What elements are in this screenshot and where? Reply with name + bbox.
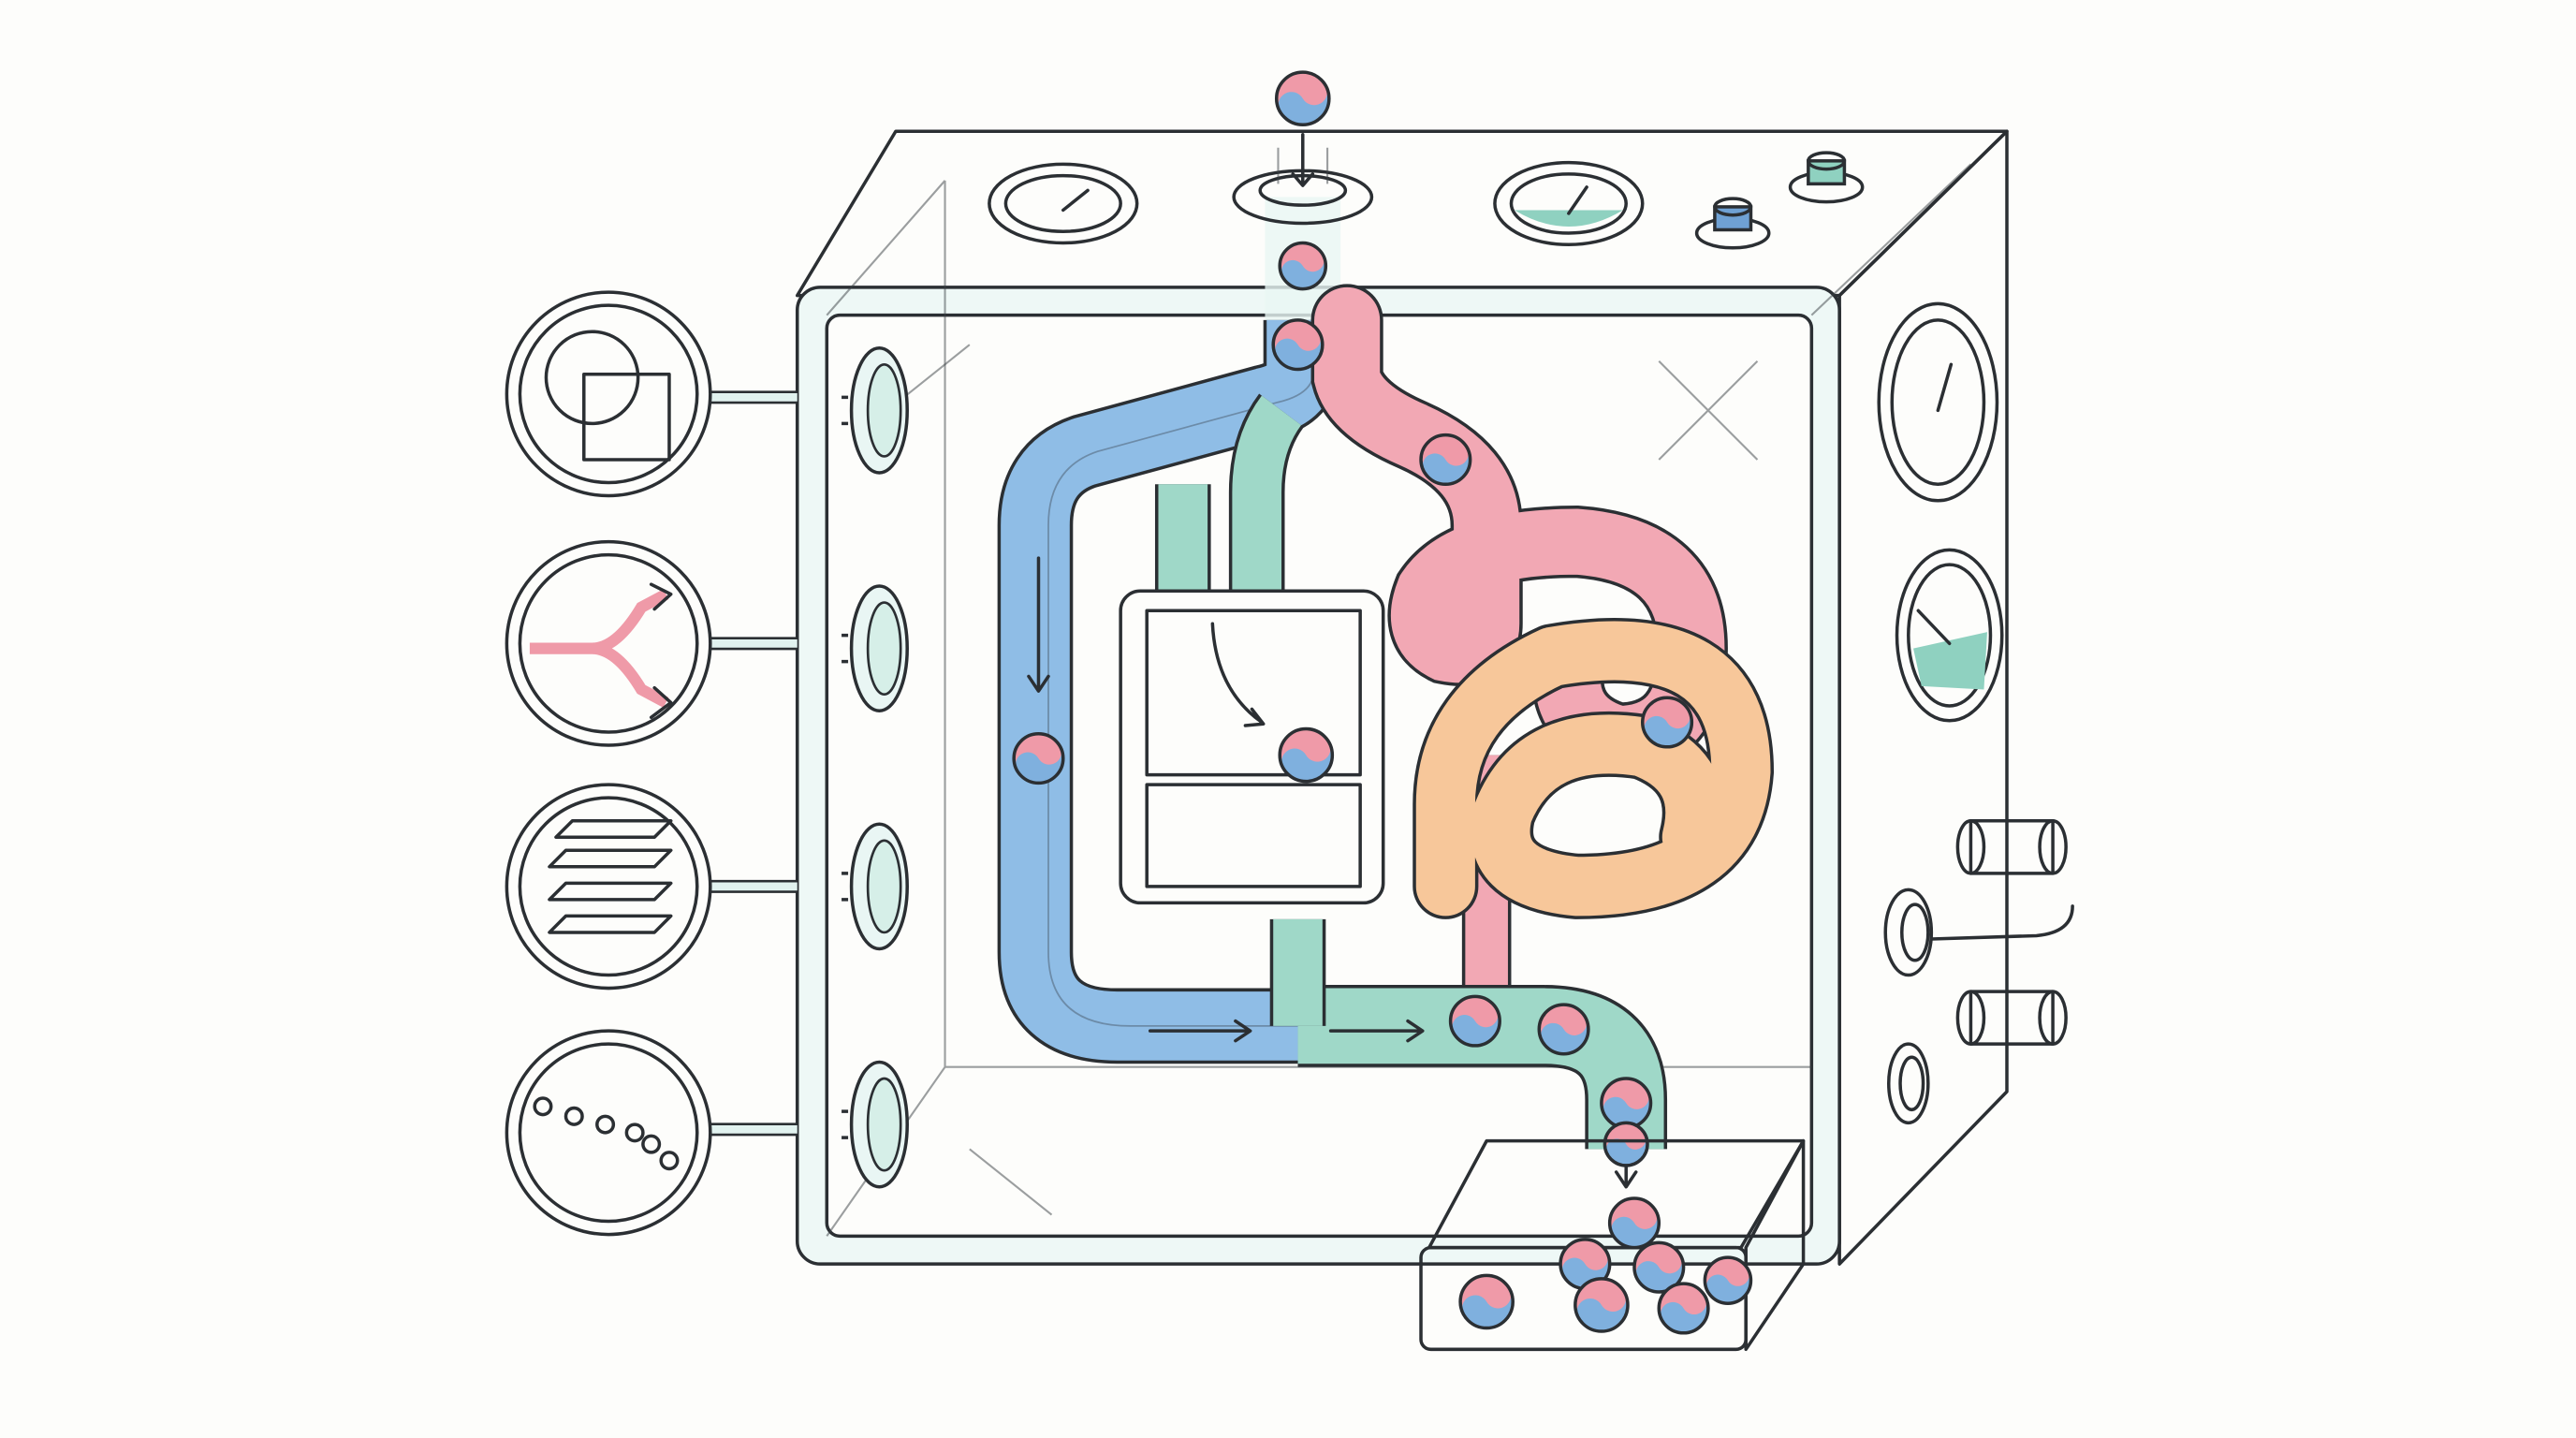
top-gauge-1 bbox=[988, 162, 1139, 245]
glass-box bbox=[795, 129, 2009, 1266]
stacked-layers-icon bbox=[505, 783, 798, 990]
tray-balls bbox=[1458, 1196, 1753, 1335]
marble bbox=[1657, 1282, 1710, 1335]
connector-teal bbox=[1955, 990, 2068, 1046]
marble bbox=[1559, 1238, 1612, 1291]
side-window bbox=[842, 345, 909, 475]
overlap-shapes-icon bbox=[505, 290, 798, 498]
balls bbox=[1012, 70, 1694, 1167]
side-window bbox=[842, 1060, 909, 1189]
marble bbox=[1419, 433, 1472, 487]
marble bbox=[1278, 241, 1328, 291]
central-chamber bbox=[1119, 589, 1385, 905]
marble bbox=[1274, 70, 1331, 127]
side-window bbox=[842, 822, 909, 951]
marble bbox=[1278, 726, 1335, 784]
connector-bottom bbox=[1886, 1042, 1930, 1125]
marble bbox=[1448, 994, 1501, 1048]
right-connectors bbox=[1883, 818, 2074, 1125]
split-arrow-icon bbox=[505, 539, 798, 747]
side-gauge-1 bbox=[1877, 301, 1999, 503]
dotted-line-icon bbox=[505, 1029, 798, 1237]
connector-blue-cable bbox=[1883, 888, 2074, 977]
side-windows bbox=[842, 345, 909, 1189]
marble bbox=[1632, 1240, 1686, 1294]
marble bbox=[1703, 1255, 1753, 1305]
top-button-teal bbox=[1788, 151, 1865, 204]
marble bbox=[1458, 1273, 1515, 1330]
top-button-blue bbox=[1694, 197, 1771, 250]
marble bbox=[1573, 1277, 1630, 1333]
marble bbox=[1537, 1003, 1590, 1056]
marble bbox=[1271, 318, 1325, 372]
flow-arrows bbox=[1027, 556, 1638, 1189]
marble bbox=[1012, 732, 1065, 785]
side-gauge-2 bbox=[1895, 548, 2004, 723]
marble bbox=[1600, 1077, 1653, 1130]
marble bbox=[1640, 696, 1694, 749]
input-funnel bbox=[1232, 133, 1374, 329]
top-gauge-2 bbox=[1493, 160, 1645, 247]
connector-blue-top bbox=[1955, 818, 2068, 875]
marble bbox=[1603, 1121, 1649, 1167]
box-top-face bbox=[795, 129, 2009, 298]
icon-panel bbox=[505, 290, 798, 1237]
side-window bbox=[842, 584, 909, 712]
marble bbox=[1607, 1196, 1661, 1250]
